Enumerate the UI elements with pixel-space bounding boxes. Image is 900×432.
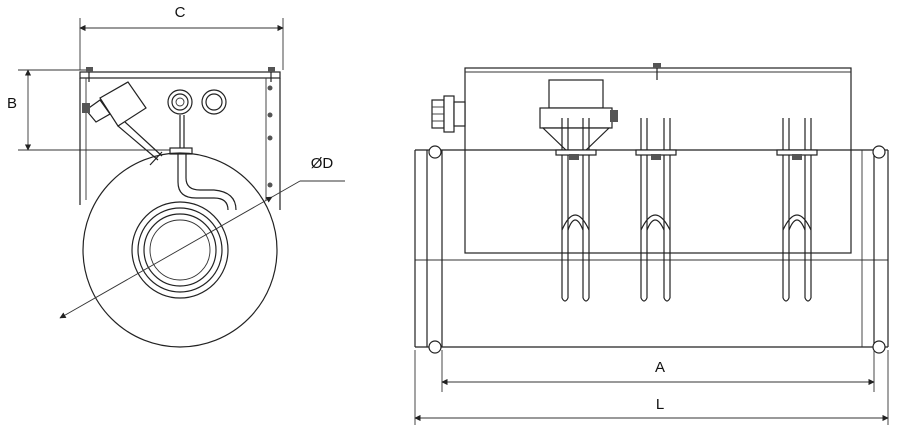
- terminal-box: [79, 67, 281, 211]
- dimension-c-label: C: [175, 4, 186, 21]
- dimension-a-label: A: [655, 359, 665, 376]
- rivet-icon: [267, 182, 273, 188]
- screw-icon: [268, 67, 275, 82]
- dimension-c: C: [79, 4, 284, 70]
- rivet-icon: [267, 112, 273, 118]
- seal-ring-icon: [428, 340, 442, 354]
- heating-element: [776, 118, 818, 302]
- cable-gland-icon: [201, 89, 227, 115]
- dimension-d: ØD: [59, 155, 345, 319]
- seal-ring-icon: [872, 340, 886, 354]
- heating-element: [635, 118, 677, 302]
- cable-gland-icon: [431, 95, 466, 133]
- rivet-icon: [267, 135, 273, 141]
- thermostat-mount: [539, 79, 618, 153]
- dimension-d-label: ØD: [311, 155, 334, 172]
- terminal-box-side: [464, 63, 852, 254]
- sensor-icon: [149, 151, 163, 166]
- end-view: C B: [7, 4, 345, 348]
- seal-ring-icon: [872, 145, 886, 159]
- heating-element: [555, 118, 597, 302]
- seal-ring-icon: [428, 145, 442, 159]
- rivet-icon: [267, 85, 273, 91]
- duct-body: [414, 145, 889, 354]
- cable-gland-icon: [167, 89, 193, 115]
- dimension-b: B: [7, 69, 170, 151]
- screw-icon: [653, 63, 661, 80]
- thermostat-housing: [82, 81, 163, 161]
- dimension-l-label: L: [656, 396, 664, 413]
- dimension-b-label: B: [7, 95, 17, 112]
- screw-icon: [86, 67, 93, 82]
- dimension-l: L: [414, 350, 889, 425]
- dimension-a: A: [441, 350, 875, 392]
- side-view: A L: [414, 63, 889, 425]
